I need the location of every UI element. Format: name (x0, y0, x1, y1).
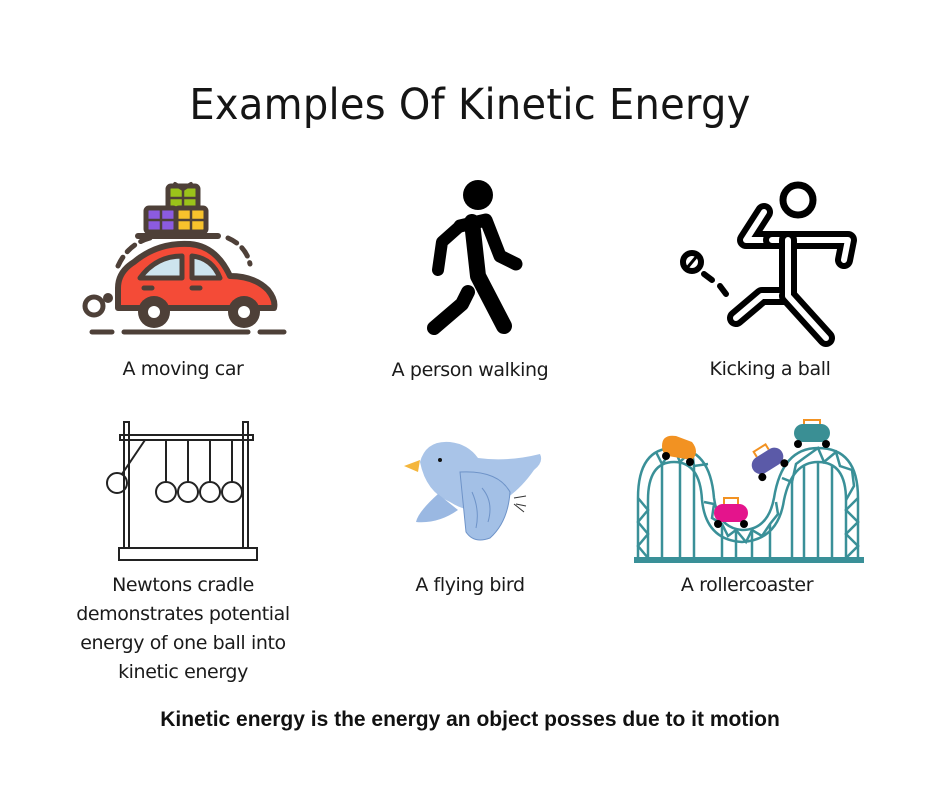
caption-newtons-cradle: Newtons cradle demonstrates potential en… (76, 574, 290, 683)
flying-bird-icon (398, 432, 548, 552)
caption-rollercoaster: A rollercoaster (680, 574, 814, 596)
newtons-cradle-icon (100, 420, 270, 565)
kicking-ball-icon (676, 178, 866, 348)
caption-person-walking: A person walking (391, 359, 549, 381)
definition-footer: Kinetic energy is the energy an object p… (160, 708, 780, 731)
caption-kicking-ball: Kicking a ball (709, 358, 831, 380)
car-icon (78, 180, 290, 340)
walking-person-icon (420, 178, 530, 338)
rollercoaster-icon (632, 418, 866, 564)
caption-flying-bird: A flying bird (415, 574, 525, 596)
caption-moving-car: A moving car (122, 358, 244, 380)
page-title: Examples Of Kinetic Energy (189, 80, 751, 130)
